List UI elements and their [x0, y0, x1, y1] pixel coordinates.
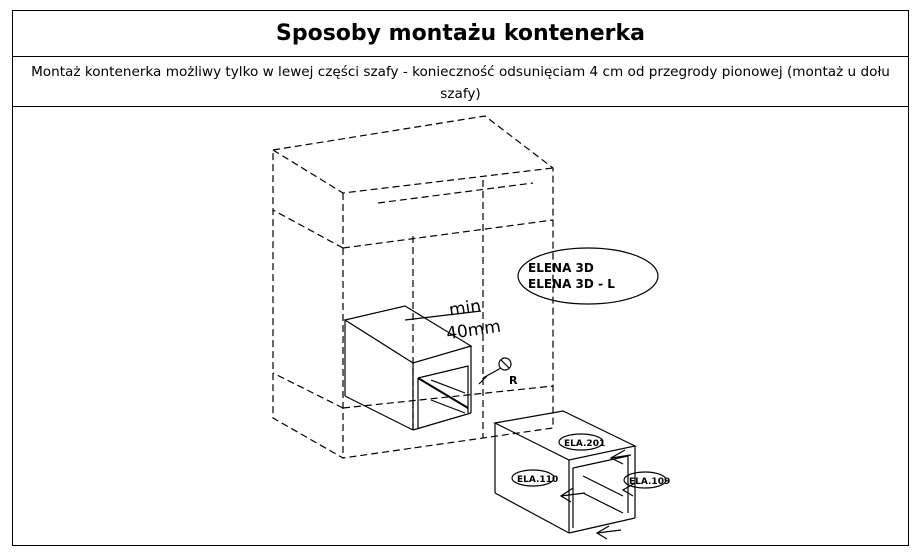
part-label-right-ellipse — [623, 471, 667, 489]
installed-container — [343, 305, 473, 431]
model-name-1: ELENA 3D — [528, 261, 594, 275]
part-label-right: ELA.109 — [629, 477, 670, 487]
min-dimension-label: min — [448, 296, 483, 320]
part-label-top-ellipse — [558, 433, 604, 451]
page-title: Sposoby montażu kontenerka — [275, 21, 645, 46]
instruction-sheet: Sposoby montażu kontenerka Montaż konten… — [12, 10, 909, 546]
assembly-drawing: min 40mm ELENA 3D ELENA 3D - L R ELA.201… — [272, 115, 670, 540]
model-name-2: ELENA 3D - L — [528, 277, 615, 291]
title-row: Sposoby montażu kontenerka — [13, 11, 908, 57]
assembly-figure: min 40mm ELENA 3D ELENA 3D - L R ELA.201… — [13, 108, 908, 545]
description-row: Montaż kontenerka możliwy tylko w lewej … — [13, 57, 908, 107]
insertion-arrows — [559, 449, 636, 540]
model-callout — [517, 247, 659, 305]
dimension-arrows — [404, 310, 482, 409]
screw-label: R — [509, 374, 518, 387]
screw-icon — [478, 357, 512, 385]
loose-container — [493, 410, 637, 534]
dimension-value-label: 40mm — [445, 317, 502, 344]
description-text: Montaż kontenerka możliwy tylko w lewej … — [31, 64, 890, 102]
part-label-left-ellipse — [511, 469, 555, 487]
part-label-top: ELA.201 — [564, 439, 605, 449]
part-label-left: ELA.110 — [517, 475, 558, 485]
